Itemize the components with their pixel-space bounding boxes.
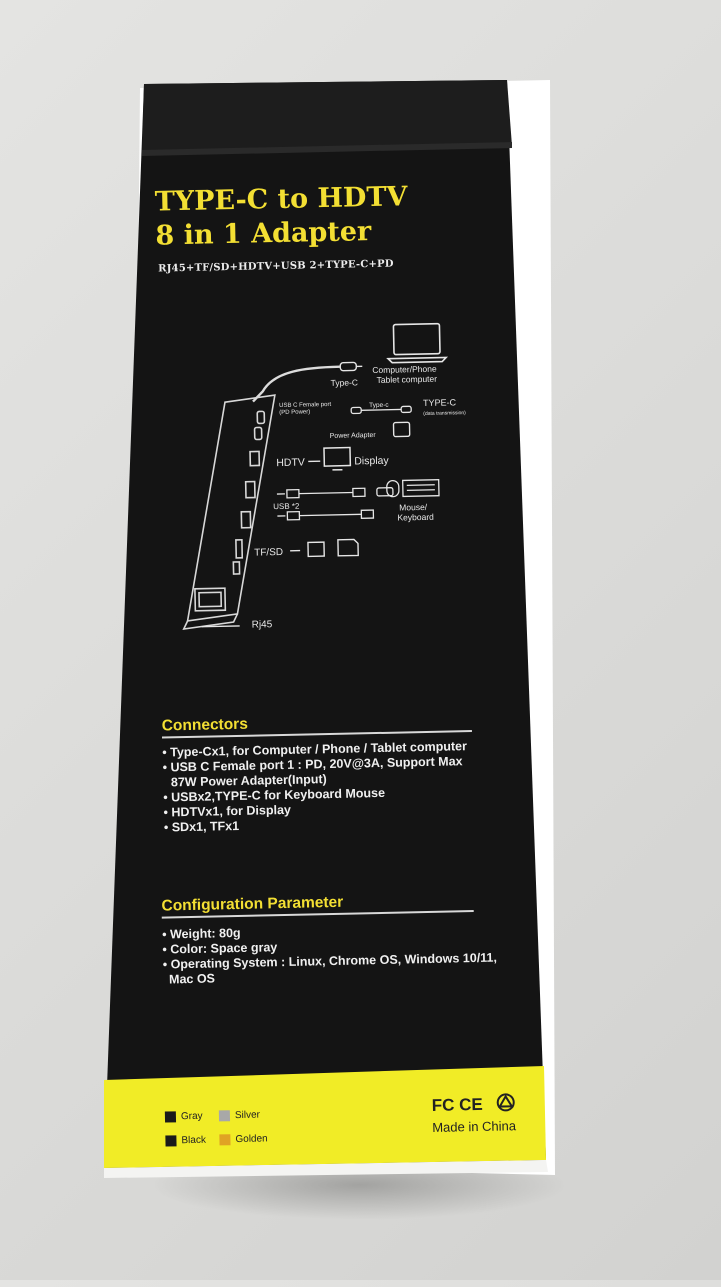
typec-right-label: TYPE-C	[423, 397, 457, 408]
sd-card-icon	[308, 539, 358, 556]
mouse-keyboard-icon	[387, 480, 439, 497]
typec-cable-label: Type-C	[331, 377, 359, 388]
title-line-2: 8 in 1 Adapter	[155, 214, 408, 253]
power-adapter-label: Power Adapter	[330, 432, 377, 440]
color-option-silver: Silver	[219, 1110, 260, 1122]
color-swatch	[165, 1135, 176, 1146]
mouse-label: Mouse/	[399, 502, 428, 513]
laptop-icon	[387, 324, 446, 363]
keyboard-label: Keyboard	[397, 512, 434, 523]
typec-small-label: Type-c	[369, 402, 389, 409]
color-option-golden: Golden	[219, 1133, 267, 1145]
usbc-port-label: USB C Female port	[279, 402, 331, 409]
connectors-heading: Connectors	[162, 716, 248, 736]
color-swatch	[165, 1111, 176, 1122]
power-adapter-icon	[393, 422, 409, 436]
certification-marks: FC CE	[429, 1090, 530, 1118]
title-line-1: TYPE-C to HDTV	[154, 180, 407, 219]
usb-label: USB *2	[273, 502, 300, 512]
color-label: Golden	[235, 1133, 267, 1145]
configuration-heading: Configuration Parameter	[161, 894, 343, 916]
color-label: Black	[181, 1135, 206, 1147]
hub-body-icon	[179, 395, 280, 629]
typec-plug-icon	[340, 362, 362, 370]
color-option-black: Black	[165, 1135, 206, 1147]
color-option-gray: Gray	[165, 1111, 203, 1123]
pd-power-label: (PD Power)	[279, 409, 310, 416]
adapter-diagram: Computer/Phone Tablet computer Type-C US…	[143, 317, 490, 644]
tablet-label: Tablet computer	[376, 374, 437, 385]
display-icon	[324, 448, 350, 471]
rj45-label: Rj45	[252, 619, 273, 630]
hdtv-label: HDTV	[276, 456, 305, 469]
made-in-label: Made in China	[432, 1118, 516, 1135]
product-title: TYPE-C to HDTV 8 in 1 Adapter	[154, 180, 408, 253]
color-swatch	[219, 1134, 230, 1145]
color-swatch	[219, 1110, 230, 1121]
fc-ce-mark: FC CE	[432, 1095, 483, 1115]
recycle-icon	[498, 1094, 514, 1110]
configuration-list: Weight: 80g Color: Space gray Operating …	[162, 921, 497, 988]
rj45-line	[202, 626, 240, 627]
color-label: Gray	[181, 1111, 203, 1122]
tfsd-label: TF/SD	[254, 547, 283, 559]
connectors-list: Type-Cx1, for Computer / Phone / Tablet …	[162, 739, 468, 835]
color-label: Silver	[235, 1110, 260, 1122]
display-label: Display	[354, 455, 389, 468]
ports-line: RJ45+TF/SD+HDTV+USB 2+TYPE-C+PD	[158, 259, 394, 275]
data-transmission-label: (data transmission)	[423, 410, 466, 417]
